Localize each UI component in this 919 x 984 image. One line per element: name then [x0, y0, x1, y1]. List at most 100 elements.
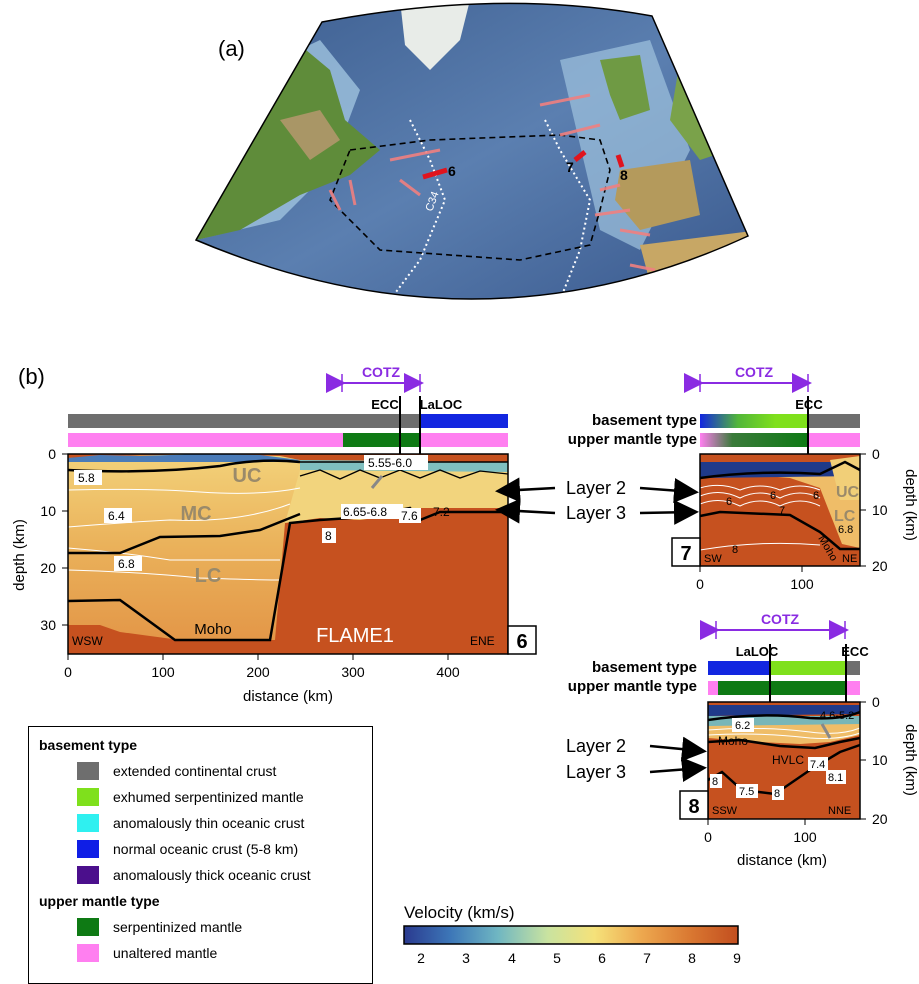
- p6-distance-label: distance (km): [243, 688, 333, 705]
- legend-item: unaltered mantle: [77, 943, 217, 963]
- legend-item-label: anomalously thick oceanic crust: [113, 867, 311, 883]
- legend-item: exhumed serpentinized mantle: [77, 787, 304, 807]
- p8-moho: Moho: [718, 734, 748, 748]
- p6-name: FLAME1: [316, 625, 394, 647]
- legend-item: normal oceanic crust (5-8 km): [77, 839, 298, 859]
- p7-number: 7: [680, 543, 691, 565]
- profile-7: COTZ ECC 6 6 6 7 6.8 8 UC LC: [671, 364, 919, 592]
- p8-v74: 7.4: [810, 759, 825, 771]
- p6-v68: 6.8: [118, 557, 135, 571]
- p8-laloc: LaLOC: [736, 644, 779, 659]
- p8-y-axis: 0 10 20 depth (km): [860, 694, 919, 827]
- legend-basement-head: basement type: [39, 737, 138, 753]
- legend-item-label: serpentinized mantle: [113, 919, 243, 935]
- p6-ytick: 10: [40, 503, 56, 519]
- p6-v555: 5.55-6.0: [368, 456, 412, 470]
- p6-mc: MC: [180, 503, 211, 525]
- p7-ytick: 10: [872, 502, 888, 518]
- p6-ytick: 30: [40, 617, 56, 633]
- legend-mantle-head: upper mantle type: [39, 893, 160, 909]
- p6-v8: 8: [325, 529, 332, 543]
- p6-laloc: LaLOC: [420, 397, 463, 412]
- legend-swatch: [77, 918, 99, 936]
- p8-basement-type: basement type: [592, 659, 697, 676]
- basement-type-label: basement type: [592, 412, 697, 429]
- p7-v7: 7: [779, 505, 785, 517]
- p6-moho: Moho: [194, 621, 232, 638]
- p8-ytick: 20: [872, 811, 888, 827]
- p6-xtick: 300: [341, 664, 365, 680]
- p8-xtick: 100: [793, 829, 817, 845]
- p8-v46-label: 4.6-5.2: [820, 710, 854, 722]
- p8-ecc: ECC: [841, 644, 869, 659]
- legend-item-label: extended continental crust: [113, 763, 277, 779]
- p6-v665: 6.65-6.8: [343, 505, 387, 519]
- p6-y-axis: 0 10 20 30 depth (km): [11, 446, 68, 633]
- colorbar-tick: 2: [417, 950, 425, 966]
- p7-depth-label: depth (km): [902, 469, 919, 541]
- colorbar-tick: 7: [643, 950, 651, 966]
- legend-item-label: anomalously thin oceanic crust: [113, 815, 305, 831]
- layer2-label: Layer 2: [566, 478, 626, 498]
- legend-swatch: [77, 788, 99, 806]
- legend-item: extended continental crust: [77, 761, 276, 781]
- p7-ecc: ECC: [795, 397, 823, 412]
- p8-right-dir: NNE: [828, 805, 851, 817]
- p6-number: 6: [516, 631, 527, 653]
- p7-xtick: 100: [790, 576, 814, 592]
- legend: basement type extended continental crust…: [28, 726, 373, 984]
- colorbar-tick: 5: [553, 950, 561, 966]
- legend-item: anomalously thick oceanic crust: [77, 865, 311, 885]
- legend-item: serpentinized mantle: [77, 917, 242, 937]
- p7-v6c: 6: [813, 490, 819, 502]
- p8-v75: 7.5: [739, 786, 754, 798]
- p6-v58: 5.8: [78, 471, 95, 485]
- legend-swatch: [77, 840, 99, 858]
- p8-x-axis: 0 100 distance (km): [704, 819, 827, 869]
- panel-a-label: (a): [218, 36, 245, 61]
- legend-swatch: [77, 866, 99, 884]
- p8-v62: 6.2: [735, 720, 750, 732]
- legend-item-label: exhumed serpentinized mantle: [113, 789, 304, 805]
- panel-b-label: (b): [18, 364, 45, 389]
- p6-xtick: 0: [64, 664, 72, 680]
- colorbar-tick: 9: [733, 950, 741, 966]
- p6-lc: LC: [195, 565, 222, 587]
- profile-8: COTZ LaLOC ECC basement type upper mantl…: [566, 611, 919, 869]
- p8-depth-label: depth (km): [902, 724, 919, 796]
- p6-v72: 7.2: [433, 505, 450, 519]
- p6-left-dir: WSW: [72, 634, 103, 648]
- p7-xtick: 0: [696, 576, 704, 592]
- legend-swatch: [77, 814, 99, 832]
- upper-mantle-type-label: upper mantle type: [568, 431, 697, 448]
- p8-cotz: COTZ: [761, 611, 800, 627]
- p8-v81: 8.1: [828, 772, 843, 784]
- p7-ytick: 0: [872, 446, 880, 462]
- colorbar-tick: 6: [598, 950, 606, 966]
- p7-uc: UC: [836, 484, 860, 501]
- p8-upper-mantle-type: upper mantle type: [568, 678, 697, 695]
- p6-ytick: 0: [48, 446, 56, 462]
- legend-swatch: [77, 944, 99, 962]
- p7-left-dir: SW: [704, 553, 722, 565]
- map-profile-7: 7: [566, 159, 574, 175]
- p8-v8a: 8: [712, 776, 718, 788]
- p6-uc: UC: [233, 465, 262, 487]
- colorbar-title: Velocity (km/s): [404, 903, 515, 922]
- profile-6: COTZ ECC LaLOC: [11, 364, 537, 705]
- p8-distance-label: distance (km): [737, 852, 827, 869]
- p7-lc: LC: [834, 508, 856, 525]
- p7-ytick: 20: [872, 558, 888, 574]
- p7-y-axis: 0 10 20 depth (km): [860, 446, 919, 574]
- legend-item-label: normal oceanic crust (5-8 km): [113, 841, 299, 857]
- p6-xtick: 400: [436, 664, 460, 680]
- map-profile-6: 6: [448, 163, 456, 179]
- p6-xtick: 200: [246, 664, 270, 680]
- p8-number: 8: [688, 796, 699, 818]
- legend-item-label: unaltered mantle: [113, 945, 218, 961]
- p7-v6b: 6: [770, 490, 776, 502]
- map-panel: (a): [194, 2, 749, 300]
- p7-x-axis: 0 100: [696, 566, 814, 592]
- p7-cotz: COTZ: [735, 364, 774, 380]
